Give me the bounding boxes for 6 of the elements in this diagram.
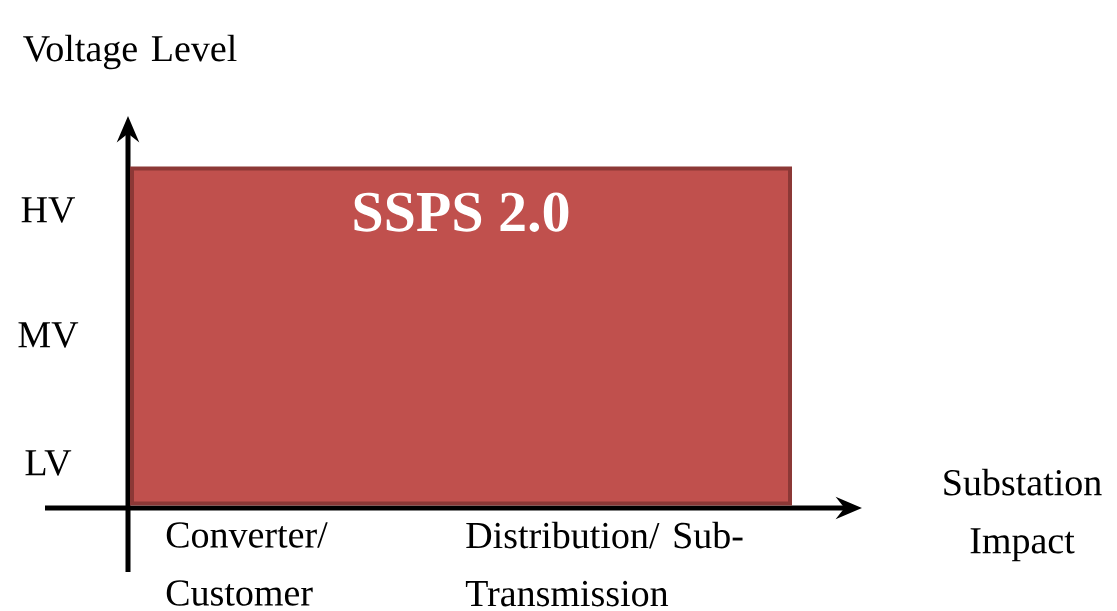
axis-tick-label: HV	[21, 197, 75, 223]
region-box: SSPS 2.0	[130, 166, 792, 506]
axis-title: Substation Impact	[944, 468, 1102, 562]
axis-tick-label: MV	[18, 322, 79, 348]
axis-tick-label: LV	[25, 450, 72, 476]
axis-title: Voltage Level	[23, 34, 237, 70]
